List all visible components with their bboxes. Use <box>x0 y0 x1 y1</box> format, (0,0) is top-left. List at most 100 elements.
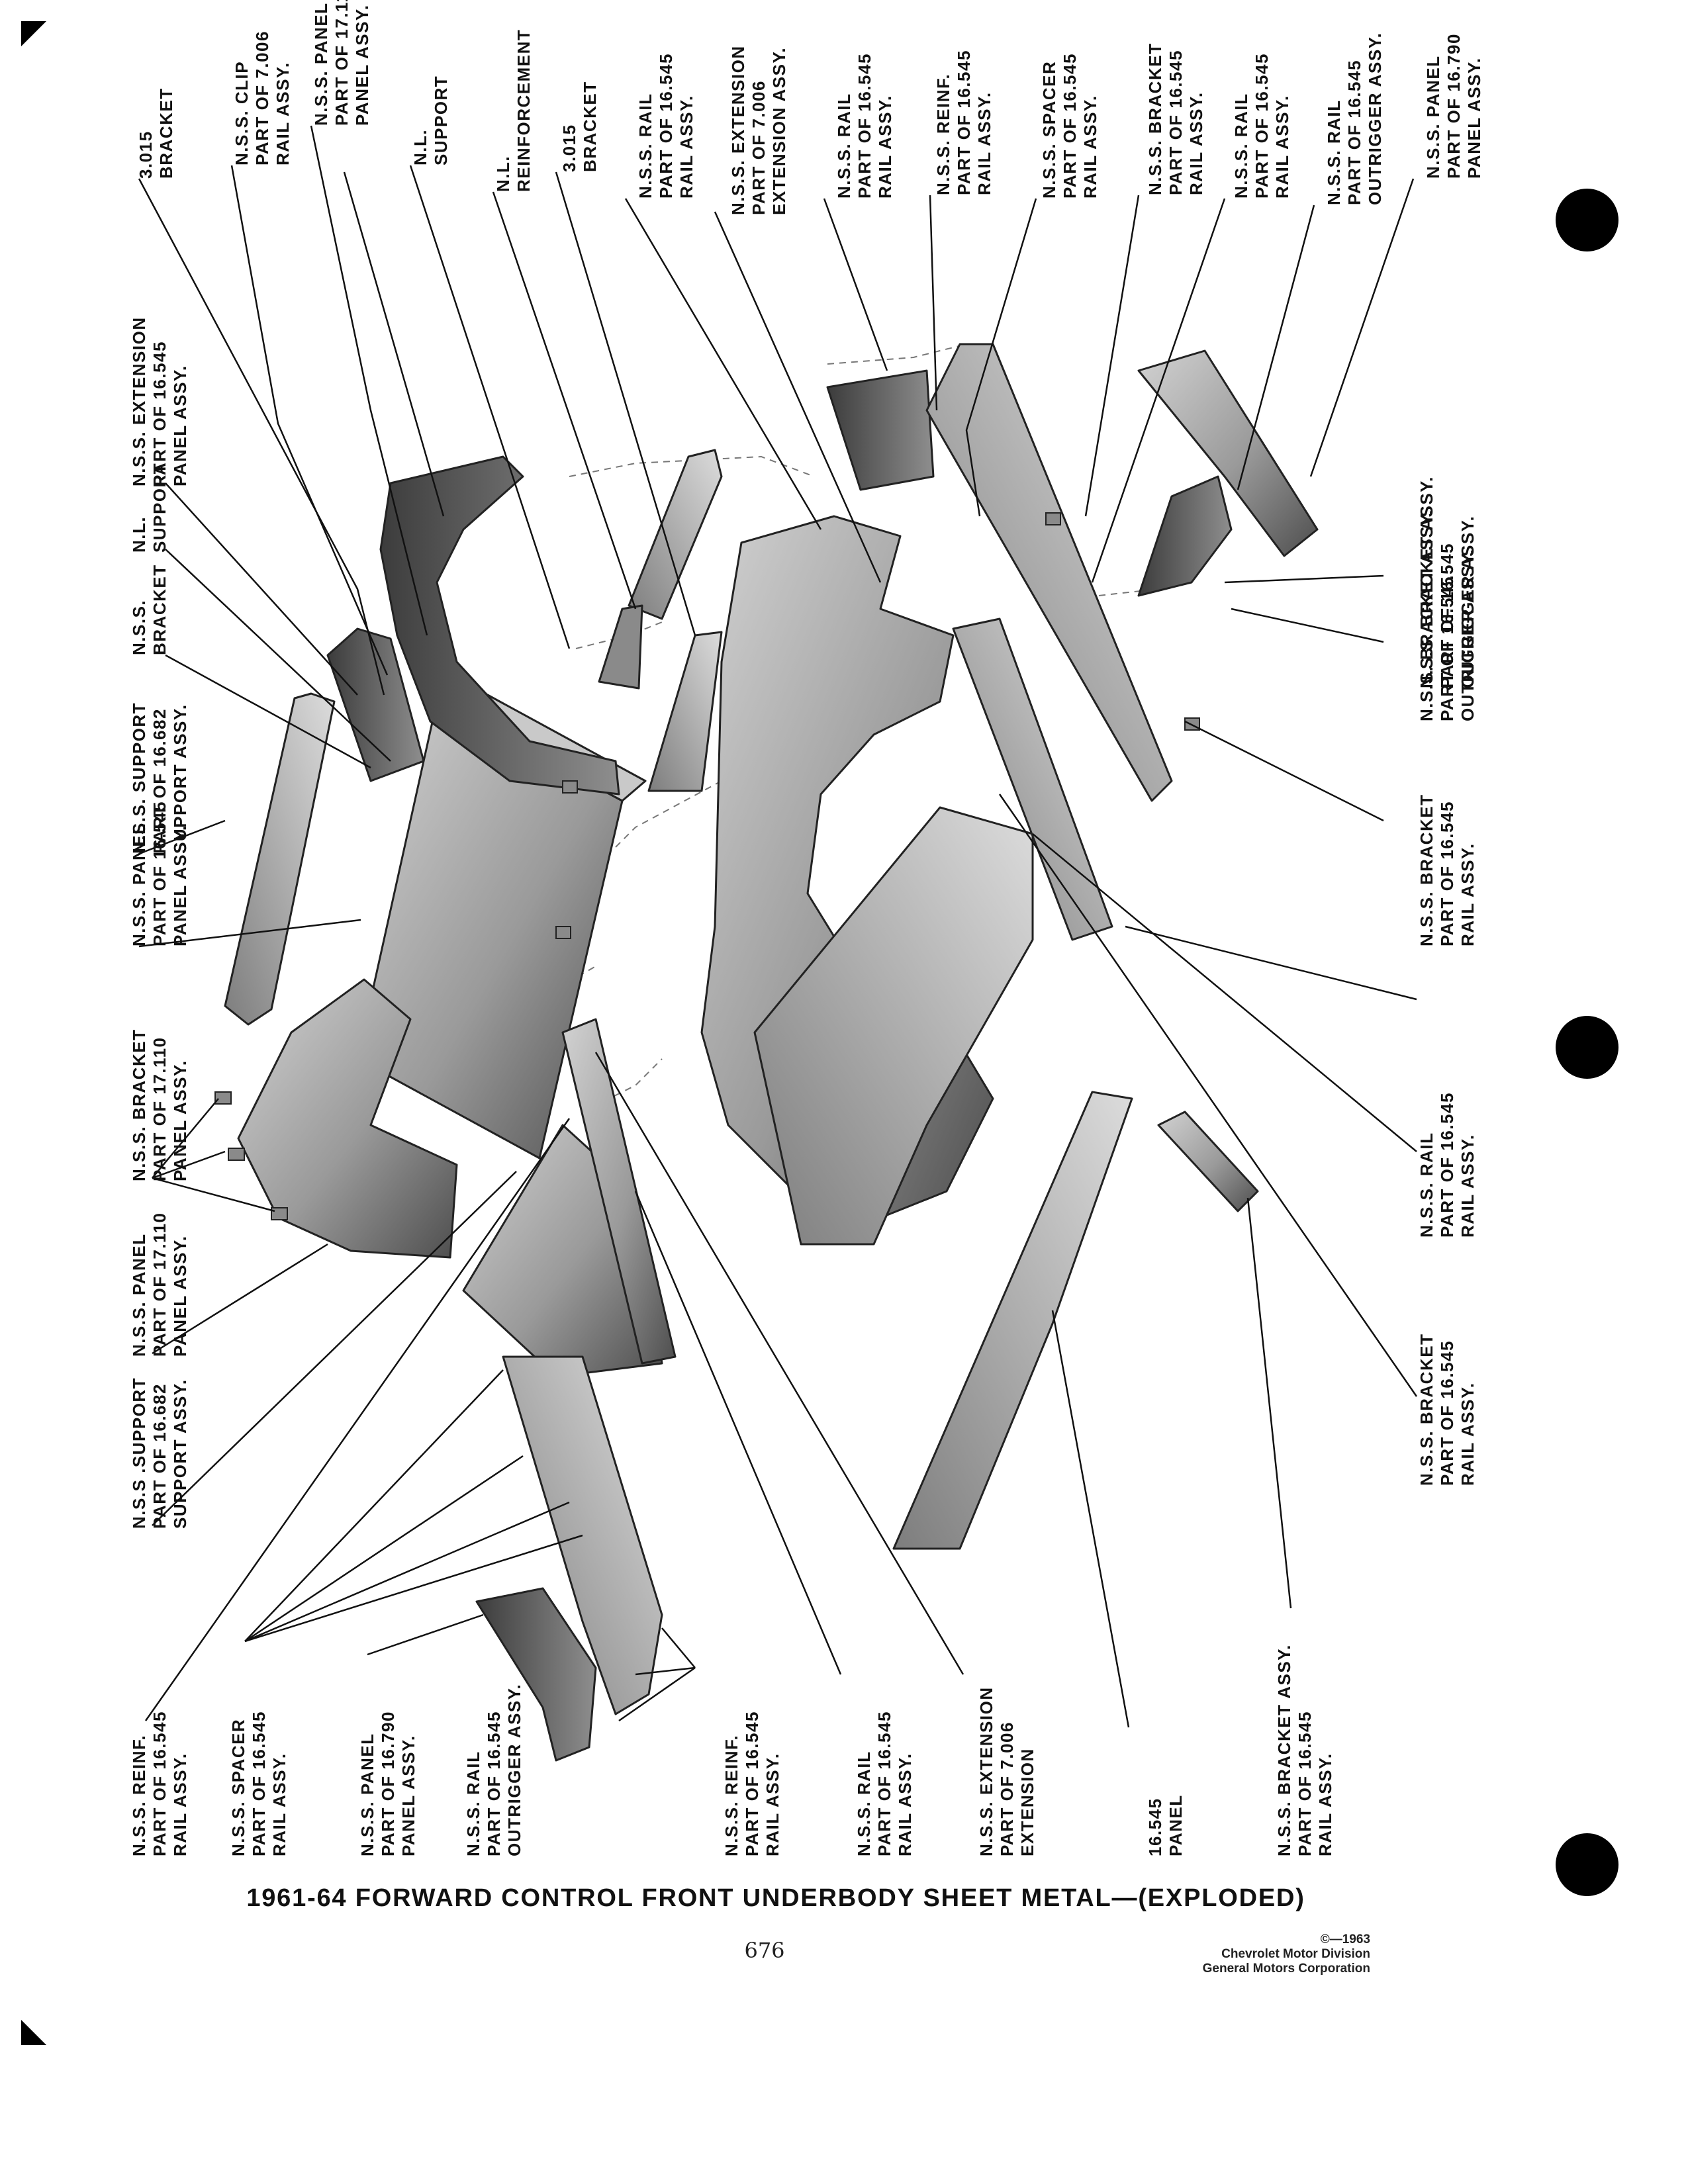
nss-extension-rail-part <box>561 1018 677 1365</box>
nl-reinforcement-part <box>628 449 723 620</box>
label-line: RAIL ASSY. <box>1458 842 1477 946</box>
label-line: PART OF 16.545 <box>874 1711 894 1856</box>
nss-panel-17110-upper-part <box>379 455 620 796</box>
label-line: PART OF 7.006 <box>252 30 272 165</box>
label-line: EXTENSION <box>1017 1748 1037 1856</box>
label-line: PART OF 16.545 <box>1295 1711 1315 1856</box>
label-line: OUTRIGGER ASSY. <box>504 1683 524 1856</box>
label-line: N.S.S. RAIL <box>1324 99 1344 205</box>
label-nl-support-top: N.L.SUPPORT <box>410 75 451 165</box>
label-line: N.S.S. BRACKET <box>129 1028 149 1181</box>
label-line: PANEL ASSY. <box>170 825 190 946</box>
label-line: PANEL ASSY. <box>170 1060 190 1181</box>
corner-mark-bottom-left <box>21 2020 46 2045</box>
label-line: N.S.S. REINF. <box>129 1734 149 1856</box>
label-line: N.S.S. RAIL <box>1417 1132 1436 1238</box>
label-nl-support-left: N.L.SUPPORT <box>129 463 170 553</box>
label-line: N.S.S. PANEL <box>129 823 149 946</box>
label-line: 16.545 <box>1145 1797 1165 1856</box>
label-line: RAIL ASSY. <box>170 1752 190 1856</box>
punch-hole-top <box>1556 189 1618 251</box>
label-line: BRACKET <box>150 564 169 655</box>
label-line: N.S.S. BRACKET <box>1417 794 1436 946</box>
label-line: RAIL ASSY. <box>1458 1382 1477 1486</box>
nss-outrigger-rail-part <box>475 1587 597 1762</box>
label-line: N.S.S. PANEL <box>311 2 331 126</box>
label-line: REINFORCEMENT <box>514 28 534 192</box>
figure-caption: 1961-64 FORWARD CONTROL FRONT UNDERBODY … <box>246 1884 1305 1912</box>
punch-hole-bottom <box>1556 1833 1618 1896</box>
label-line: PANEL ASSY. <box>1464 57 1484 179</box>
label-line: PART OF 17.110 <box>150 1212 169 1357</box>
label-line: RAIL ASSY. <box>1186 91 1206 195</box>
label-line: PART OF 16.545 <box>954 50 974 195</box>
label-line: PART OF 16.545 <box>249 1711 269 1856</box>
label-line: RAIL ASSY. <box>763 1752 782 1856</box>
label-line: PART OF 16.545 <box>1060 53 1080 199</box>
label-line: N.L. <box>410 128 430 165</box>
nss-panel-17110-lower-part <box>237 978 458 1259</box>
copyright-block: ©—1963 Chevrolet Motor Division General … <box>1119 1933 1370 1976</box>
label-line: N.L. <box>129 516 149 553</box>
label-line: OUTRIGGER ASSY. <box>1458 548 1477 721</box>
bracket-3015-part <box>647 631 723 792</box>
label-line: BRACKET <box>156 87 176 179</box>
nl-support-part <box>598 604 643 690</box>
label-line: N.S.S. RAIL <box>463 1751 483 1856</box>
label-line: PANEL ASSY. <box>170 1235 190 1357</box>
label-line: N.S.S. SPACER <box>1039 60 1059 199</box>
nss-rail-long-part <box>925 343 1173 802</box>
leader-lines <box>138 125 1418 1728</box>
nss-rail-top-part <box>826 369 935 491</box>
label-line: SUPPORT ASSY. <box>170 1379 190 1529</box>
label-line: RAIL ASSY. <box>269 1752 289 1856</box>
label-line: N.S.S. CLIP <box>232 60 252 165</box>
label-line: RAIL ASSY. <box>1315 1752 1335 1856</box>
copyright-division: Chevrolet Motor Division <box>1221 1947 1370 1961</box>
label-line: PART OF 16.545 <box>1437 1092 1457 1238</box>
label-line: PANEL ASSY. <box>399 1735 418 1856</box>
label-line: PART OF 16.545 <box>656 53 676 199</box>
label-line: PART OF 16.545 <box>150 341 169 486</box>
panel-16545-part <box>892 1091 1133 1550</box>
label-line: PANEL <box>1166 1794 1186 1856</box>
label-line: RAIL ASSY. <box>1458 1134 1477 1238</box>
label-line: PART OF 16.545 <box>1437 576 1457 721</box>
label-line: N.S.S. RAIL <box>635 93 655 199</box>
label-nl-reinforcement: N.L.REINFORCEMENT <box>493 29 534 192</box>
label-line: RAIL ASSY. <box>273 62 293 165</box>
nss-rail-mid-part <box>952 617 1113 941</box>
label-line: N.S.S. RAIL <box>1231 93 1251 199</box>
label-line: N.S.S. BRACKET ASSY. <box>1417 509 1436 721</box>
main-floor-pan-part <box>753 806 1034 1246</box>
label-line: PART OF 7.006 <box>749 80 769 215</box>
nss-panel-16790-part <box>1137 475 1233 597</box>
label-line: N.S.S .SUPPORT <box>129 1377 149 1529</box>
label-line: BRACKET <box>580 81 600 172</box>
label-line: RAIL ASSY. <box>677 95 696 199</box>
label-line: N.S.S. EXTENSION <box>129 316 149 486</box>
label-line: RAIL ASSY. <box>895 1752 915 1856</box>
label-line: PART OF 16.545 <box>484 1711 504 1856</box>
label-line: N.S.S. <box>129 599 149 655</box>
label-line: PART OF 16.545 <box>1166 50 1186 195</box>
nss-support-part <box>224 692 336 1026</box>
